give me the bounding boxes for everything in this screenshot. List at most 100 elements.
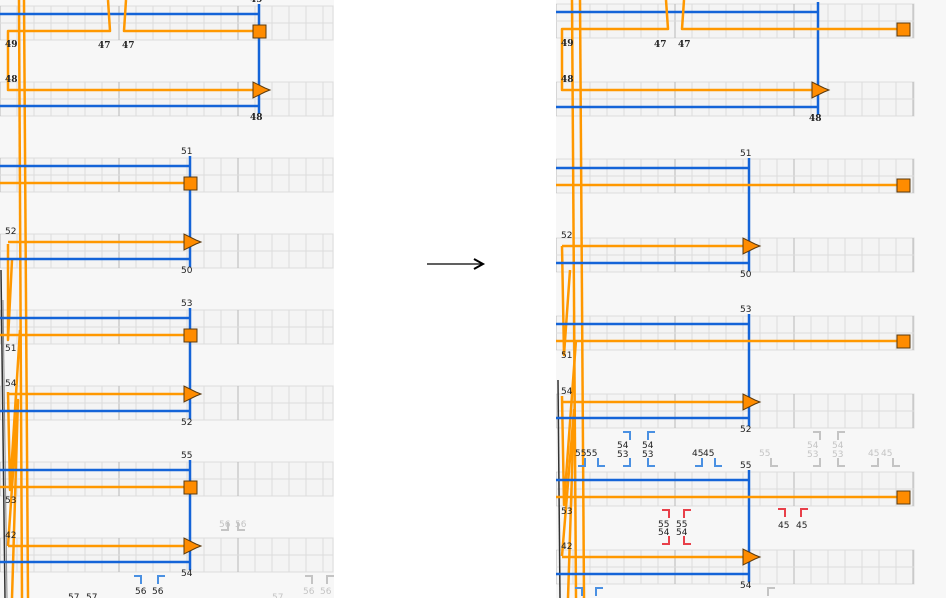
bracket-label: 57 xyxy=(272,593,283,598)
node-label-bottom: 48 xyxy=(250,113,263,123)
bracket-label: 56 xyxy=(235,520,247,530)
node-label-left: 52 xyxy=(561,231,572,241)
blue-bracket xyxy=(595,587,603,596)
node-label-top: 53 xyxy=(740,305,751,315)
node-label-left: 48 xyxy=(561,75,574,85)
orange-zigzag xyxy=(560,245,572,357)
node-label-left: 54 xyxy=(561,387,573,397)
bracket-label: 55 xyxy=(575,449,586,459)
arrow-marker xyxy=(183,537,203,555)
bracket-label: 45 xyxy=(692,449,703,459)
node-label-left: 53 xyxy=(5,496,16,506)
node-label-left: 54 xyxy=(5,379,17,389)
node-label-top: 55 xyxy=(740,461,751,471)
node-label-mid: 47 xyxy=(654,40,667,50)
blue-bracket xyxy=(714,458,722,467)
bracket-label: 53 xyxy=(617,450,628,460)
node-label-left: 52 xyxy=(5,227,16,237)
after-diagram-panel: 4948494847475150525352515455545342555554… xyxy=(556,0,946,598)
bracket-label: 57 xyxy=(86,593,97,598)
bracket-label: 54 xyxy=(658,528,670,538)
axis-line xyxy=(0,269,6,598)
node-label-left: 51 xyxy=(5,344,16,354)
after-diagram-canvas: 4948494847475150525352515455545342555554… xyxy=(556,0,915,598)
node-label-top: 49 xyxy=(250,0,263,5)
red-bracket xyxy=(683,536,691,545)
node-label-mid: 47 xyxy=(678,40,691,50)
arrow-marker xyxy=(183,233,203,251)
gray-bracket xyxy=(237,522,245,531)
axis-line xyxy=(557,379,561,598)
orange-vertical-line xyxy=(17,0,24,598)
bracket-label: 54 xyxy=(617,441,629,451)
bracket-label: 56 xyxy=(320,587,332,597)
node-label-bottom: 48 xyxy=(809,114,822,124)
bracket-label: 53 xyxy=(642,450,653,460)
red-bracket xyxy=(662,536,670,545)
node-label-top: 55 xyxy=(181,451,192,461)
orange-vertical-line xyxy=(22,0,30,598)
node-label-bottom: 52 xyxy=(181,418,192,428)
arrow-marker xyxy=(252,81,272,99)
blue-bracket xyxy=(623,431,631,440)
gray-bracket xyxy=(813,458,821,467)
gray-bracket xyxy=(871,458,879,467)
node-label-bottom: 50 xyxy=(181,266,193,276)
node-label-top: 51 xyxy=(181,147,192,157)
node-label-left: 42 xyxy=(561,542,572,552)
node-label-left: 49 xyxy=(5,40,18,50)
node-label-mid: 47 xyxy=(122,41,135,51)
bracket-label: 57 xyxy=(68,593,79,598)
arrow-marker xyxy=(742,548,762,566)
orange-zigzag xyxy=(6,244,14,342)
gray-bracket xyxy=(837,431,845,440)
gray-bracket xyxy=(305,575,313,584)
blue-bracket xyxy=(157,575,165,584)
blue-bracket xyxy=(647,431,655,440)
bracket-label: 54 xyxy=(676,528,688,538)
orange-zigzag xyxy=(560,339,578,507)
arrow-marker xyxy=(742,393,762,411)
node-label-left: 42 xyxy=(5,531,16,541)
node-label-bottom: 54 xyxy=(181,569,193,579)
node-label-left: 48 xyxy=(5,75,18,85)
bracket-label: 45 xyxy=(796,521,807,531)
node-label-left: 51 xyxy=(561,351,572,361)
arrow-marker xyxy=(183,385,203,403)
bracket-label: 53 xyxy=(807,450,818,460)
gray-bracket xyxy=(221,522,229,531)
gray-bracket xyxy=(892,458,900,467)
orange-route-line xyxy=(122,0,253,33)
orange-route-line xyxy=(6,0,253,92)
orange-zigzag xyxy=(6,329,22,492)
arrow-marker xyxy=(742,237,762,255)
orange-zigzag xyxy=(6,398,20,598)
right-arrow-icon xyxy=(427,258,486,270)
orange-vertical-line xyxy=(570,0,578,598)
node-label-left: 53 xyxy=(561,507,572,517)
blue-bracket xyxy=(578,458,586,467)
bracket-label: 54 xyxy=(807,441,819,451)
node-label-bottom: 50 xyxy=(740,270,752,280)
orange-route-line xyxy=(560,0,812,92)
bracket-label: 55 xyxy=(586,449,597,459)
bracket-label: 45 xyxy=(881,449,892,459)
blue-bracket xyxy=(134,575,142,584)
bracket-label: 54 xyxy=(642,441,654,451)
square-marker xyxy=(896,334,911,349)
bracket-label: 45 xyxy=(868,449,879,459)
bracket-label: 56 xyxy=(152,587,164,597)
blue-bracket xyxy=(623,458,631,467)
red-bracket xyxy=(778,508,786,517)
gray-bracket xyxy=(770,458,778,467)
node-label-bottom: 54 xyxy=(740,581,752,591)
square-marker xyxy=(183,328,198,343)
square-marker xyxy=(896,178,911,193)
bracket-label: 53 xyxy=(832,450,843,460)
bracket-label: 56 xyxy=(303,587,315,597)
bracket-label: 54 xyxy=(832,441,844,451)
blue-bracket xyxy=(695,458,703,467)
square-marker xyxy=(896,22,911,37)
